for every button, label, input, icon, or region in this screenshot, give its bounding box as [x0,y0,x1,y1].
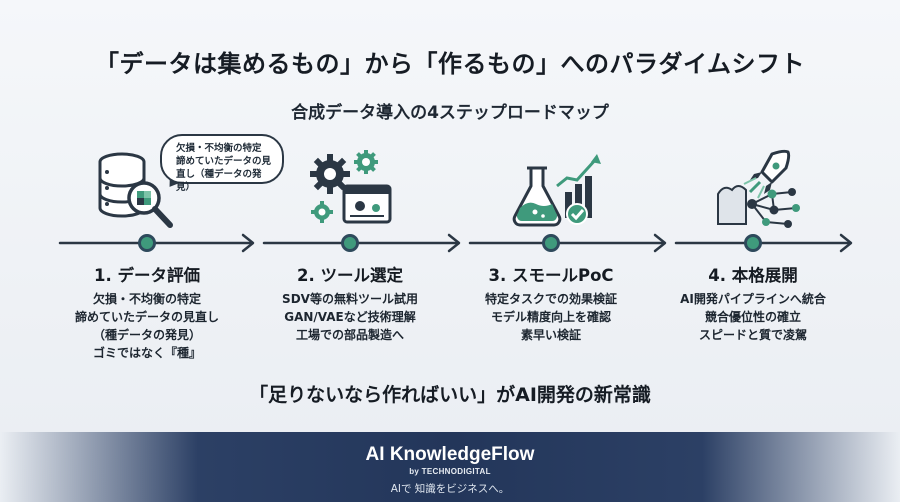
speech-bubble: 欠損・不均衡の特定 諦めていたデータの見 直し（種データの発見） [160,134,284,193]
rocket-network-icon [712,148,812,230]
timeline-node [138,234,156,252]
arrow-right-icon [447,233,461,253]
step-line: SDV等の無料ツール試用 [282,292,418,306]
bubble-line: 直し（種データの発見） [176,169,262,193]
database-magnifier-icon [90,150,186,232]
step-line: モデル精度向上を確認 [490,310,611,324]
step-2-description: SDV等の無料ツール試用 GAN/VAEなど技術理解 工場での部品製造へ [250,290,450,344]
footer-banner [0,432,900,502]
step-line: AI開発パイプラインへ統合 [680,292,826,306]
flask-chart-icon [505,150,605,230]
step-line: 工場での部品製造へ [295,328,404,342]
timeline-node [744,234,762,252]
page-title: 「データは集めるもの」から「作るもの」へのパラダイムシフト [94,50,806,78]
step-4-description: AI開発パイプラインへ統合 競合優位性の確立 スピードと質で凌駕 [653,290,853,344]
step-1-heading: 1. データ評価 [94,266,200,285]
brand-logo-text: AI KnowledgeFlow [365,444,535,465]
step-line: ゴミではなく『種』 [92,346,201,360]
timeline-node [341,234,359,252]
timeline [58,233,853,253]
gears-window-icon [300,150,400,230]
step-4-heading: 4. 本格展開 [708,266,798,285]
step-3-description: 特定タスクでの効果検証 モデル精度向上を確認 素早い検証 [451,290,651,344]
step-2-heading: 2. ツール選定 [297,266,403,285]
arrow-right-icon [839,233,853,253]
step-line: （種データの発見） [92,328,201,342]
step-line: GAN/VAEなど技術理解 [284,310,416,324]
step-line: 競合優位性の確立 [704,310,801,324]
step-line: 諦めていたデータの見直し [74,310,219,324]
step-line: 欠損・不均衡の特定 [92,292,201,306]
tagline: 「足りないなら作ればいい」がAI開発の新常識 [249,384,651,406]
step-1-description: 欠損・不均衡の特定 諦めていたデータの見直し （種データの発見） ゴミではなく『… [47,290,247,362]
arrow-right-icon [241,233,255,253]
step-line: 特定タスクでの効果検証 [484,292,617,306]
roadmap-subtitle: 合成データ導入の4ステップロードマップ [291,103,609,123]
step-3-heading: 3. スモールPoC [488,266,614,285]
brand-slogan: AIで 知識をビジネスへ。 [390,483,510,495]
arrow-right-icon [653,233,667,253]
timeline-node [542,234,560,252]
brand-byline: by TECHNODIGITAL [409,467,491,476]
bubble-line: 諦めていたデータの見 [176,156,272,167]
step-line: スピードと質で凌駕 [698,328,807,342]
step-line: 素早い検証 [520,328,581,342]
bubble-line: 欠損・不均衡の特定 [176,143,262,154]
